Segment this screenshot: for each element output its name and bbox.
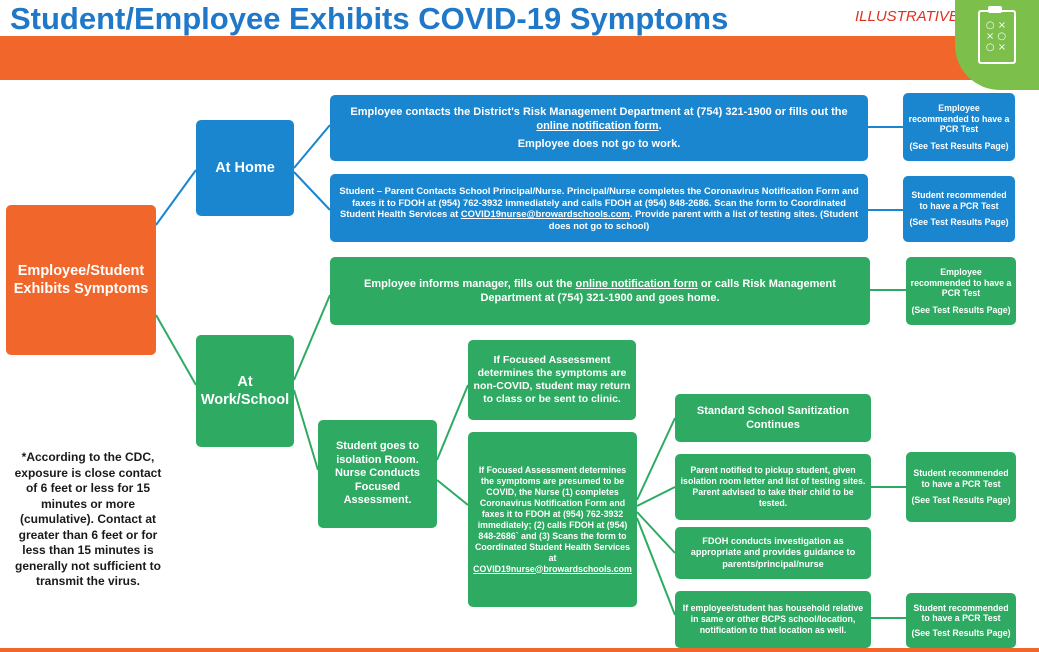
fdoh-box: FDOH conducts investigation as appropria…: [675, 527, 871, 579]
playbook-marks-icon: ○ ×× ○○ ×: [985, 20, 1007, 53]
employee-home-line1: Employee contacts the District's Risk Ma…: [350, 106, 848, 132]
pickup-result: Student recommended to have a PCR Test (…: [906, 452, 1016, 522]
presumed-covid-box: If Focused Assessment determines the sym…: [468, 432, 637, 607]
at-home-label: At Home: [215, 160, 275, 176]
household-result: Student recommended to have a PCR Test (…: [906, 593, 1016, 648]
header-banner: [0, 36, 1039, 80]
at-school-label: At Work/School: [200, 374, 290, 408]
at-school-node: At Work/School: [196, 335, 294, 447]
illustrative-label: ILLUSTRATIVE: [855, 8, 959, 25]
isolation-box: Student goes to isolation Room. Nurse Co…: [318, 420, 437, 528]
employee-school-box: Employee informs manager, fills out the …: [330, 257, 870, 325]
student-home-result: Student recommended to have a PCR Test (…: [903, 176, 1015, 242]
root-label: Employee/Student Exhibits Symptoms: [13, 263, 149, 297]
employee-home-box: Employee contacts the District's Risk Ma…: [330, 95, 868, 161]
online-notification-form-link[interactable]: online notification form: [536, 120, 659, 132]
presumed-email-link[interactable]: COVID19nurse@browardschools.com: [473, 563, 632, 574]
non-covid-box: If Focused Assessment determines the sym…: [468, 340, 636, 420]
employee-school-text: Employee informs manager, fills out the …: [364, 278, 836, 304]
logo-badge: [955, 0, 1039, 90]
student-home-box: Student – Parent Contacts School Princip…: [330, 174, 868, 242]
online-notification-form-link-2[interactable]: online notification form: [575, 278, 698, 290]
cdc-footnote: *According to the CDC, exposure is close…: [14, 450, 162, 588]
household-box: If employee/student has household relati…: [675, 591, 871, 648]
student-home-email-link[interactable]: COVID19nurse@browardschools.com: [460, 208, 630, 219]
sanitization-box: Standard School Sanitization Continues: [675, 394, 871, 442]
employee-home-line2: Employee does not go to work.: [517, 138, 681, 150]
employee-school-result: Employee recommended to have a PCR Test …: [906, 257, 1016, 325]
root-node: Employee/Student Exhibits Symptoms: [6, 205, 156, 355]
employee-home-result: Employee recommended to have a PCR Test …: [903, 93, 1015, 161]
student-home-text: Student – Parent Contacts School Princip…: [339, 185, 859, 231]
clipboard-clip: [988, 6, 1002, 13]
pickup-box: Parent notified to pickup student, given…: [675, 454, 871, 520]
clipboard-playbook-icon: [978, 10, 1016, 64]
at-home-node: At Home: [196, 120, 294, 216]
page-title: Student/Employee Exhibits COVID-19 Sympt…: [10, 1, 729, 36]
bottom-rule: [0, 648, 1039, 652]
